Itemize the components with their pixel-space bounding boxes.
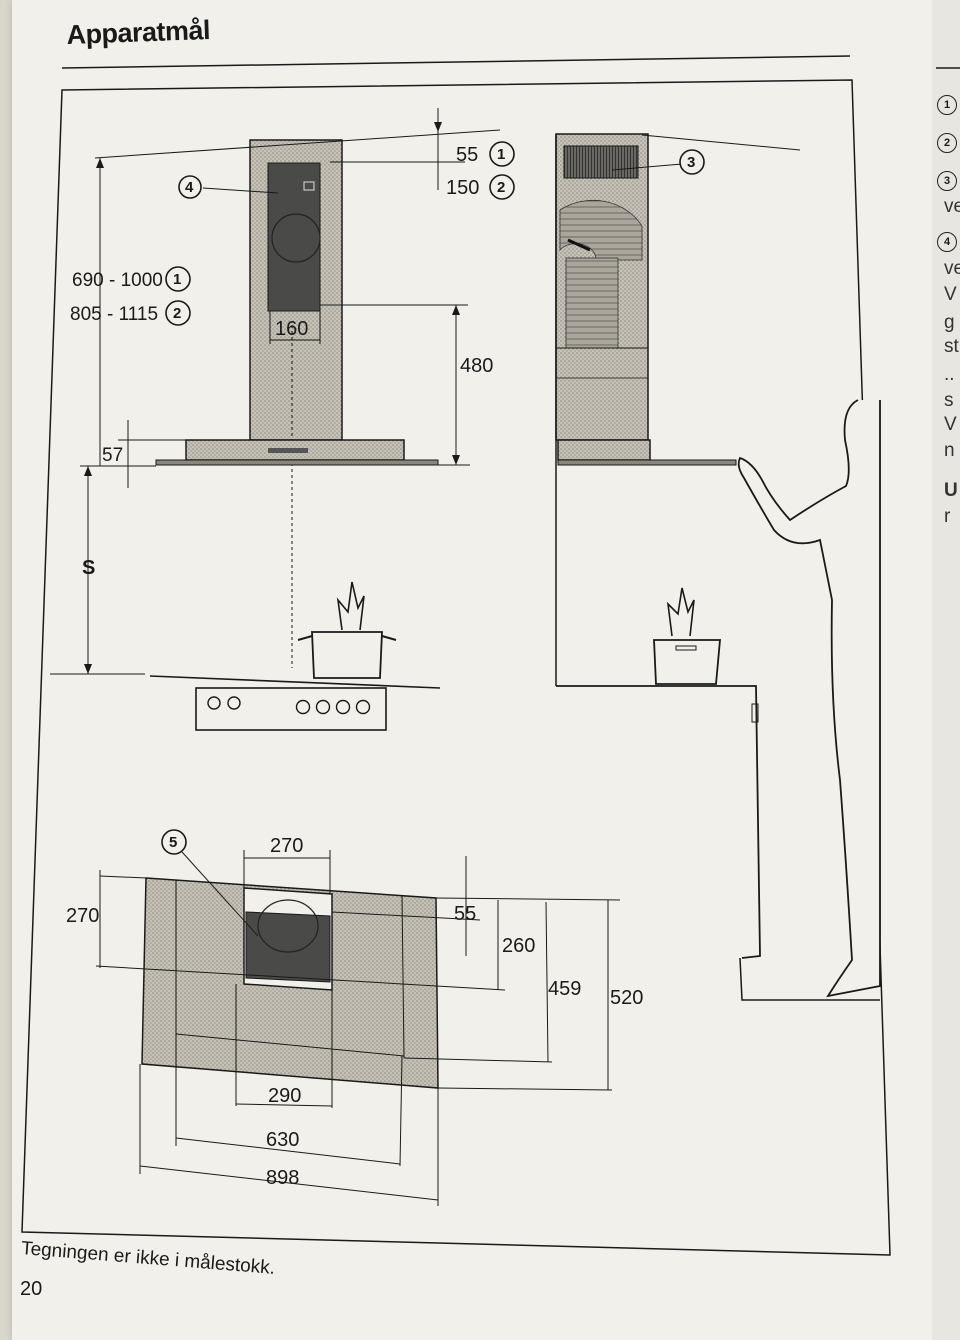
dim-898: 898	[266, 1167, 299, 1189]
side-callout-1: 1	[937, 95, 957, 115]
callout-2: 2	[497, 179, 505, 196]
callout-5: 5	[169, 834, 177, 851]
dim-55-top: 55	[456, 144, 478, 166]
callout-1: 1	[497, 146, 505, 163]
dim-480: 480	[460, 355, 493, 377]
dim-57: 57	[102, 445, 123, 466]
side-fragment: s	[944, 390, 954, 411]
callout-1-height: 1	[173, 271, 181, 288]
side-callout-3: 3	[937, 171, 957, 191]
side-fragment: n	[944, 440, 955, 461]
side-fragment: r	[944, 506, 951, 527]
dim-260: 260	[502, 935, 535, 957]
side-fragment: V	[944, 284, 957, 305]
dim-270-top: 270	[270, 835, 303, 857]
callout-3: 3	[687, 154, 695, 171]
manual-page	[12, 0, 932, 1340]
side-fragment: V	[944, 414, 957, 435]
side-callout-4: 4	[937, 232, 957, 252]
side-fragment: ve	[944, 258, 960, 279]
dim-520: 520	[610, 987, 643, 1009]
dim-150-top: 150	[446, 177, 479, 199]
callout-4: 4	[185, 179, 194, 196]
side-callout-2: 2	[937, 133, 957, 153]
page-number: 20	[20, 1278, 43, 1300]
side-fragment: ..	[944, 364, 955, 385]
plan-view: 5 270 270 55 260 459 520 290 630 898	[66, 829, 643, 1206]
clearance-s: S	[82, 557, 95, 579]
side-fragment: g	[944, 312, 955, 333]
side-fragment: ve	[944, 196, 960, 217]
dim-459: 459	[548, 978, 581, 1000]
adjacent-page-edge	[932, 0, 960, 1340]
callout-2-height: 2	[173, 305, 181, 322]
front-view: 4 55 1 150 2 690 - 1000 1 805 - 1115 2 1…	[50, 108, 515, 731]
dim-270-left: 270	[66, 905, 99, 927]
side-fragment: st	[944, 336, 959, 357]
dim-55-plan: 55	[454, 903, 476, 925]
dim-290: 290	[268, 1085, 301, 1107]
side-fragment: U	[944, 480, 958, 501]
height-range-2: 805 - 1115	[70, 304, 158, 325]
side-view: 3	[555, 133, 881, 1001]
frame	[21, 55, 960, 1256]
dim-160: 160	[275, 318, 308, 340]
height-range-1: 690 - 1000	[72, 270, 163, 291]
dim-630: 630	[266, 1129, 299, 1151]
